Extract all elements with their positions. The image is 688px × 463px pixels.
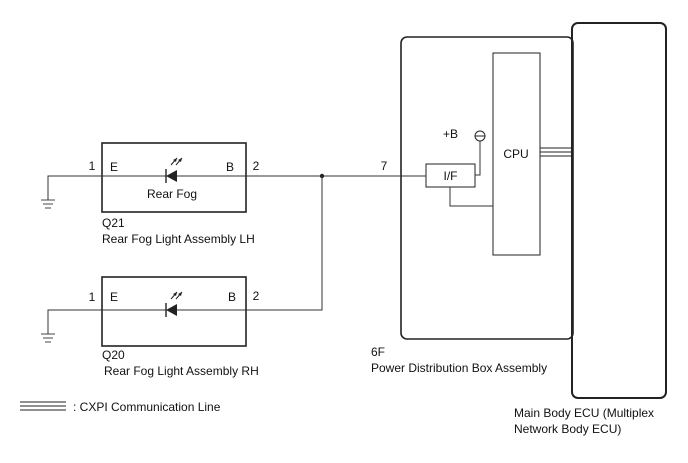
interface-label: I/F [444, 169, 458, 183]
lh-ground-icon [41, 199, 55, 209]
ecu-name-line2: Network Body ECU) [514, 422, 621, 436]
cpu-label: CPU [503, 147, 528, 161]
pdb-box [400, 36, 574, 340]
pdb-name: Power Distribution Box Assembly [371, 361, 547, 375]
rh-branch-wire [246, 176, 323, 311]
lh-lamp-label: Rear Fog [147, 187, 197, 201]
main-body-ecu-box [571, 22, 667, 399]
lh-pin-b-label: B [226, 160, 234, 174]
rh-pin-b-label: B [228, 290, 236, 304]
lh-assembly-name: Rear Fog Light Assembly LH [102, 232, 255, 246]
lh-assembly-box [101, 142, 247, 213]
pdb-code: 6F [371, 345, 385, 359]
lh-pin-b-number: 2 [253, 159, 260, 173]
rh-assembly-box [101, 276, 247, 347]
lh-pin-e-label: E [110, 160, 118, 174]
pdb-pin-number: 7 [381, 159, 388, 173]
cpu-box [492, 52, 541, 256]
rh-pin-e-number: 1 [89, 290, 96, 304]
lh-ground-wire [47, 175, 102, 200]
rh-pin-e-label: E [110, 290, 118, 304]
ecu-name-line1: Main Body ECU (Multiplex [514, 406, 654, 420]
lh-led-icon [165, 157, 183, 183]
triple-line-icon [20, 401, 66, 411]
if-cpu-wire [449, 187, 493, 207]
rh-led-icon [165, 291, 183, 317]
rh-assembly-code: Q20 [102, 348, 125, 362]
lh-assembly-code: Q21 [102, 216, 125, 230]
rh-pin-b-number: 2 [253, 289, 260, 303]
rh-assembly-name: Rear Fog Light Assembly RH [104, 364, 259, 378]
lh-pin-e-number: 1 [89, 159, 96, 173]
rh-ground-icon [41, 333, 55, 343]
supply-label: +B [443, 127, 458, 141]
rh-ground-wire [47, 309, 102, 334]
supply-wire [475, 141, 481, 176]
cxpi-line-icon [540, 147, 572, 157]
legend-text: : CXPI Communication Line [73, 400, 221, 414]
